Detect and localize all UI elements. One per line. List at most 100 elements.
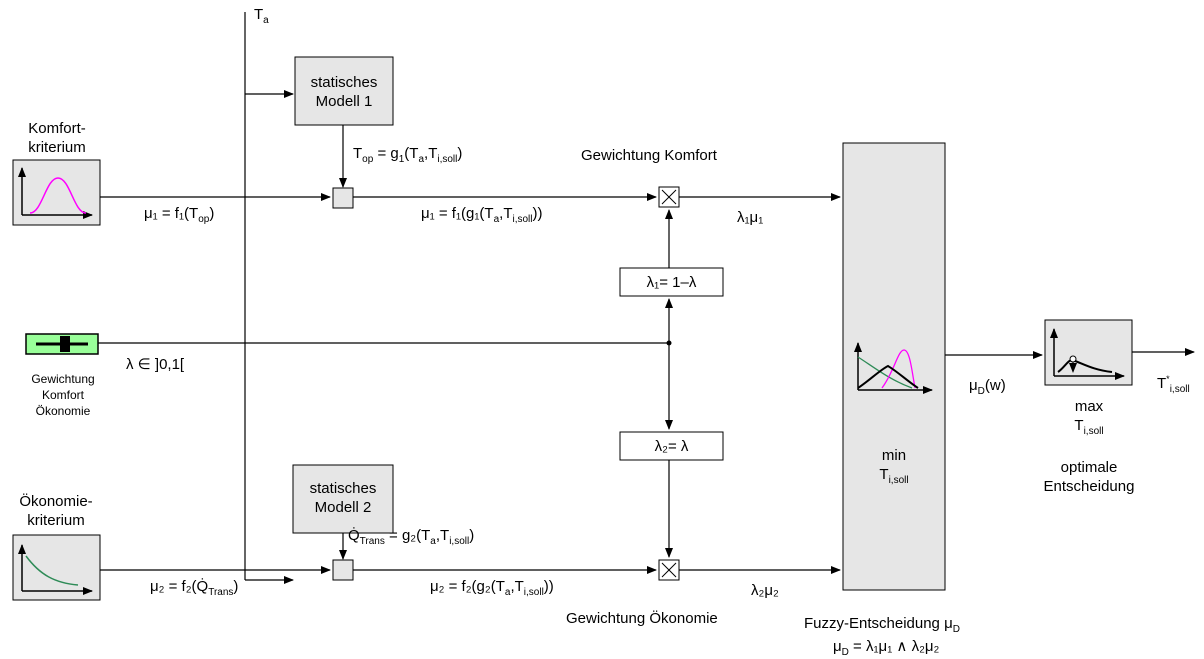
comfort-criterion-line1: Komfort-	[28, 120, 86, 137]
min-t-subscript: i,soll	[888, 475, 909, 486]
mu1-fop-label: μ₁ = f₁(Top)	[144, 205, 215, 225]
mu2-full-i: i,soll	[523, 587, 544, 598]
lambda1-mu1-label: λ₁μ₁	[737, 209, 764, 226]
mu1-fop-main: μ₁ = f₁(T	[144, 205, 199, 222]
economy-criterion-icon	[12, 534, 101, 601]
multiply-node-1	[658, 186, 680, 208]
slider-caption: Gewichtung Komfort Ökonomie	[14, 371, 112, 419]
max-word: max	[1074, 398, 1104, 415]
lambda1-box	[619, 267, 724, 297]
mu2-full-label: μ₂ = f₂(g₂(Ta,Ti,soll))	[430, 578, 554, 598]
lambda-junction-dot	[666, 340, 672, 346]
optimal-line2: Entscheidung	[1043, 478, 1135, 495]
mu1-full-i: i,soll	[512, 214, 533, 225]
static-model-2-line2: Modell 2	[314, 499, 372, 516]
multiply-node-2	[658, 559, 680, 581]
static-model-1-line2: Modell 1	[315, 93, 373, 110]
ta-symbol: T	[254, 6, 264, 23]
lambda2-mu2-label: λ₂μ₂	[751, 582, 779, 599]
q-trans-end: )	[469, 527, 475, 544]
t-op-args-1: (T	[404, 145, 419, 162]
q-trans-eq: = g₂(T	[384, 527, 431, 544]
fuzzy-decision-label: Fuzzy-Entscheidung μD	[804, 615, 960, 635]
static-model-2-box	[292, 464, 394, 534]
t-op-args-i: i,soll	[437, 154, 458, 165]
t-op-args-2: ,T	[424, 145, 438, 162]
q-trans-mid: ,T	[435, 527, 450, 544]
mu2-full-a: a	[504, 587, 511, 598]
max-label: max Ti,soll	[1044, 397, 1134, 437]
mu2-fq-subscript: Trans	[208, 587, 234, 598]
t-op-symbol: T	[353, 145, 363, 162]
ta-label: Ta	[254, 6, 269, 26]
mu2-fq-label: μ₂ = f₂(Q̇Trans)	[150, 578, 239, 598]
max-block-icon	[1044, 319, 1133, 386]
optimal-decision-label: optimale Entscheidung	[1024, 458, 1154, 496]
mu-d-end: (w)	[984, 377, 1006, 394]
fuzzy-decision-subscript: D	[952, 624, 960, 635]
t-op-label: Top = g1(Ta,Ti,soll)	[353, 145, 463, 165]
comfort-criterion-label: Komfort- kriterium	[8, 119, 106, 157]
mu1-full-end: ))	[532, 205, 543, 222]
lambda-range-label: λ ∈ ]0,1[	[126, 356, 185, 373]
ta-subscript: a	[263, 15, 269, 26]
mu1-fop-end: )	[209, 205, 215, 222]
weight-comfort-label: Gewichtung Komfort	[581, 147, 717, 164]
q-trans-subscript: Trans	[359, 536, 385, 547]
t-op-subscript: op	[362, 154, 374, 165]
economy-criterion-line1: Ökonomie-	[19, 493, 93, 510]
junction-2	[332, 559, 354, 581]
weighting-slider[interactable]	[25, 333, 99, 355]
q-trans-a: a	[430, 536, 436, 547]
fuzzy-formula-subscript: D	[841, 647, 849, 658]
min-word: min	[881, 447, 907, 464]
mu2-fq-end: )	[233, 578, 239, 595]
static-model-2-line1: statisches	[309, 480, 377, 497]
min-t: T	[879, 466, 889, 483]
mu1-full-mid: ,T	[499, 205, 513, 222]
static-model-2-label: statisches Modell 2	[293, 479, 393, 517]
mu1-fop-subscript: op	[198, 214, 210, 225]
fuzzy-decision-curve-icon	[854, 342, 933, 394]
mu-d-subscript: D	[977, 386, 985, 397]
t-op-g-subscript: 1	[398, 154, 405, 165]
static-model-1-box	[294, 56, 394, 126]
static-model-1-label: statisches Modell 1	[295, 73, 393, 111]
economy-criterion-line2: kriterium	[27, 512, 85, 529]
weight-economy-label: Gewichtung Ökonomie	[566, 610, 718, 627]
t-op-args-a: a	[418, 154, 425, 165]
static-model-1-line1: statisches	[310, 74, 378, 91]
mu1-full-label: μ₁ = f₁(g₁(Ta,Ti,soll))	[421, 205, 543, 225]
mu2-fq-main: μ₂ = f₂(Q̇	[150, 578, 209, 595]
mu2-full-mid: ,T	[510, 578, 524, 595]
t-op-args-3: )	[457, 145, 463, 162]
slider-caption-line3: Ökonomie	[35, 404, 91, 418]
fuzzy-formula-rest: = λ₁μ₁ ∧ λ₂μ₂	[848, 638, 940, 655]
output-t-subscript: i,soll	[1169, 384, 1190, 395]
max-t-subscript: i,soll	[1083, 426, 1104, 437]
q-trans-label: Q̇Trans = g₂(Ta,Ti,soll)	[348, 527, 475, 547]
lambda1-box-label: λ₁= 1–λ	[646, 274, 697, 291]
lambda2-box-label: λ₂= λ	[654, 438, 689, 455]
max-t: T	[1074, 417, 1084, 434]
mu2-full-end: ))	[543, 578, 554, 595]
fuzzy-formula-mu: μ	[833, 638, 842, 655]
junction-1	[332, 187, 354, 209]
slider-caption-line2: Komfort	[41, 388, 84, 402]
mu-d-w-label: μD(w)	[969, 377, 1006, 397]
optimal-line1: optimale	[1060, 459, 1118, 476]
fuzzy-decision-text: Fuzzy-Entscheidung μ	[804, 615, 953, 632]
t-op-eq: = g	[373, 145, 399, 162]
mu1-full-main: μ₁ = f₁(g₁(T	[421, 205, 494, 222]
mu2-full-main: μ₂ = f₂(g₂(T	[430, 578, 505, 595]
lambda2-box	[619, 431, 724, 461]
min-label: min Ti,soll	[843, 446, 945, 486]
comfort-criterion-icon	[12, 159, 101, 226]
mu-d-symbol: μ	[969, 377, 978, 394]
fuzzy-formula-label: μD = λ₁μ₁ ∧ λ₂μ₂	[833, 638, 940, 658]
output-t: T	[1157, 375, 1167, 392]
slider-caption-line1: Gewichtung	[31, 372, 95, 386]
mu1-full-a: a	[493, 214, 500, 225]
output-label: T*i,soll	[1157, 375, 1190, 395]
